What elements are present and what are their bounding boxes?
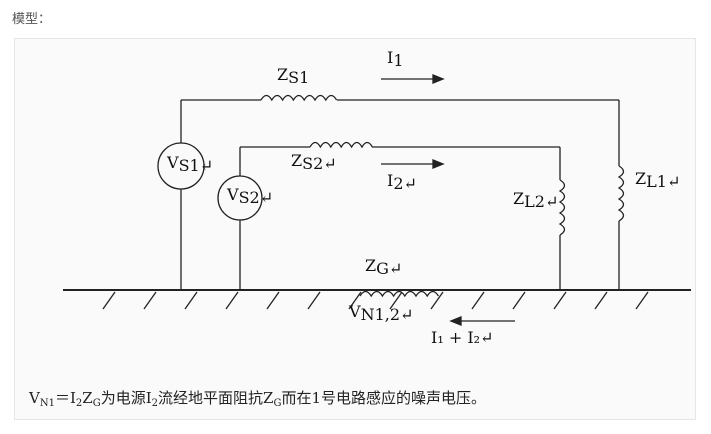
ground-hatch-mark <box>471 291 485 310</box>
ground-hatch-mark <box>430 291 444 310</box>
ground-hatch <box>102 291 649 310</box>
ground-hatch-mark <box>225 291 239 310</box>
arrow-isum <box>449 316 515 326</box>
label-zs1: ZS1 <box>277 65 309 87</box>
inductor-zl1 <box>617 165 625 222</box>
header-label: 模型： <box>12 12 52 27</box>
circuit-2-wires <box>239 146 561 290</box>
ground-hatch-mark <box>307 291 321 310</box>
ground-hatch-mark <box>594 291 608 310</box>
ground-hatch-mark <box>143 291 157 310</box>
arrow-i2 <box>381 159 445 169</box>
label-zl2: ZL2↵ <box>513 189 558 211</box>
arrow-i1 <box>381 74 445 84</box>
ground-hatch-mark <box>635 291 649 310</box>
label-zg: ZG↵ <box>365 256 402 278</box>
label-zl1: ZL1↵ <box>635 169 680 191</box>
source-vs1 <box>157 142 205 190</box>
inductor-zs1 <box>260 94 338 102</box>
label-i2: I2↵ <box>387 171 417 193</box>
ground-hatch-mark <box>184 291 198 310</box>
label-isum: I₁ + I₂↵ <box>431 328 493 347</box>
ground-hatch-mark <box>102 291 116 310</box>
ground-hatch-mark <box>389 291 403 310</box>
label-vn12: VN1,2↵ <box>348 302 413 324</box>
figure-card: ZS1 I1 ZS2↵ I2↵ VS1↵ VS2↵ ZL2↵ ZL1↵ ZG↵ … <box>14 38 696 420</box>
label-vs2: VS2↵ <box>226 185 273 207</box>
caption: VN1＝I2ZG为电源I2流经地平面阻抗ZG而在1号电路感应的噪声电压。 <box>29 389 487 409</box>
inductor-zg <box>359 290 439 298</box>
label-zs2: ZS2↵ <box>291 151 337 173</box>
circuit-1-wires <box>180 99 620 290</box>
ground-hatch-mark <box>553 291 567 310</box>
label-i1: I1 <box>387 48 404 70</box>
ground-hatch-mark <box>512 291 526 310</box>
inductor-zs2 <box>309 141 373 149</box>
label-vs1: VS1↵ <box>166 153 213 175</box>
ground-hatch-mark <box>266 291 280 310</box>
circuit-diagram: ZS1 I1 ZS2↵ I2↵ VS1↵ VS2↵ ZL2↵ ZL1↵ ZG↵ … <box>63 48 691 347</box>
inductor-zl2 <box>558 179 566 236</box>
ground-hatch-mark <box>348 291 362 310</box>
source-vs2 <box>217 175 263 221</box>
